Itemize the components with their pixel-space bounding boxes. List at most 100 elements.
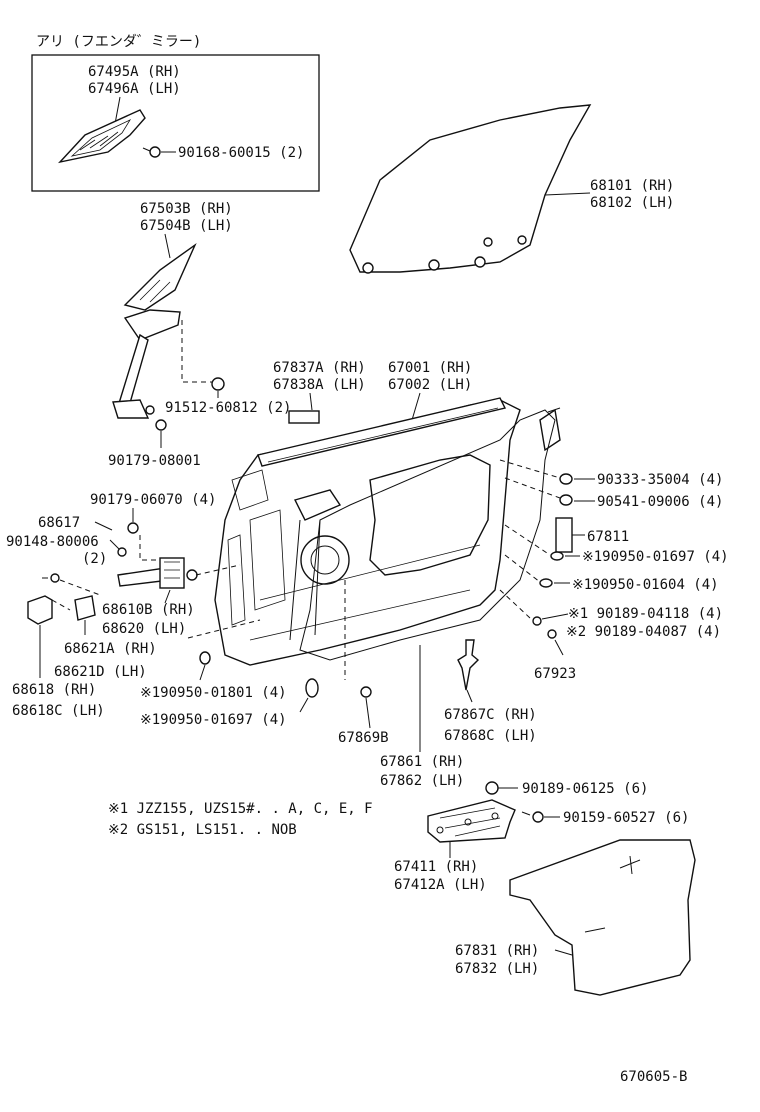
leader-90189-04118 [541, 613, 569, 620]
label-67869b: 67869B [338, 730, 389, 746]
inset-title: アリ (フエンダ゛ミラー) [36, 34, 201, 50]
leader-90148 [109, 539, 121, 551]
label-68102: 68102 (LH) [590, 195, 674, 211]
label-68610b: 68610B (RH) [102, 602, 195, 618]
dash-91512 [181, 320, 212, 383]
clip-67869b [360, 686, 372, 698]
label-68101: 68101 (RH) [590, 178, 674, 194]
label-90148: 90148-80006 [6, 534, 99, 550]
door-panel [214, 397, 561, 666]
mirror-triangle-bracket [57, 109, 146, 164]
plug-190950-01801 [199, 651, 211, 665]
label-67837a: 67837A (RH) [273, 360, 366, 376]
label-190950-01697r: ※190950-01697 (4) [582, 549, 729, 565]
clip-90333 [559, 473, 573, 485]
diagram-code: 670605-B [620, 1069, 687, 1085]
hinge-68618 [27, 595, 53, 625]
screw-90189-06125 [485, 781, 499, 795]
label-68621a: 68621A (RH) [64, 641, 157, 657]
leader-67923 [554, 639, 564, 656]
label-90179-06070: 90179-06070 (4) [90, 492, 216, 508]
bolt-68621 [50, 573, 60, 583]
screw-90189-04118 [532, 616, 542, 626]
clip-67867c [457, 639, 480, 691]
label-67496a: 67496A (LH) [88, 81, 181, 97]
leader-67831 [554, 949, 573, 956]
plug-190950-01697r [550, 551, 564, 561]
bolt-90148 [117, 547, 127, 557]
label-67923: 67923 [534, 666, 576, 682]
seal-67811 [555, 517, 573, 553]
label-67867c: 67867C (RH) [444, 707, 537, 723]
fender-mirror-inset: アリ (フエンダ゛ミラー) 67495A (RH) 67496A (LH) 90… [31, 34, 320, 192]
note-2: ※2 GS151, LS151. . NOB [108, 822, 297, 838]
dash-68618 [51, 599, 71, 611]
screw-90159-shank [521, 811, 531, 816]
door-check-68610b [117, 557, 198, 589]
dash-90541 [504, 477, 561, 499]
label-90148-qty: (2) [82, 551, 107, 567]
dash-190950-01604 [504, 554, 541, 583]
leader-67503b [164, 233, 171, 259]
dash-90189-04118 [499, 589, 531, 619]
label-68618: 68618 (RH) [12, 682, 96, 698]
leader-68610b [164, 589, 171, 604]
leader-67869b [365, 697, 371, 729]
dash-68617 [139, 535, 160, 561]
leader-190950-01801 [199, 664, 206, 681]
leader-67001 [411, 392, 421, 421]
label-67504b: 67504B (LH) [140, 218, 233, 234]
label-91512: 91512-60812 (2) [165, 400, 291, 416]
door-glass [349, 104, 592, 274]
label-67495a: 67495A (RH) [88, 64, 181, 80]
label-190950-01697l: ※190950-01697 (4) [140, 712, 287, 728]
label-90333: 90333-35004 (4) [597, 472, 723, 488]
dash-68621 [59, 579, 101, 596]
note-1: ※1 JZZ155, UZS15#. . A, C, E, F [108, 801, 373, 817]
label-90159: 90159-60527 (6) [563, 810, 689, 826]
label-67412a: 67412A (LH) [394, 877, 487, 893]
label-67838a: 67838A (LH) [273, 377, 366, 393]
label-67861: 67861 (RH) [380, 754, 464, 770]
dash-90333 [499, 459, 561, 479]
plug-190950-01604 [539, 578, 553, 588]
nut-90179-08001 [155, 419, 167, 431]
screw-90168 [142, 146, 161, 158]
screw-90159 [532, 811, 544, 823]
label-90168: 90168-60015 (2) [178, 145, 304, 161]
screw-90189-04087 [547, 629, 557, 639]
bracket-67411 [427, 799, 516, 843]
label-190950-01801: ※190950-01801 (4) [140, 685, 287, 701]
label-67832: 67832 (LH) [455, 961, 539, 977]
label-67002: 67002 (LH) [388, 377, 472, 393]
dash-190950-01697r [504, 524, 551, 556]
leader-67867c [466, 689, 473, 703]
label-67862: 67862 (LH) [380, 773, 464, 789]
service-hole-cover-67831 [509, 839, 696, 996]
label-67503b: 67503B (RH) [140, 201, 233, 217]
label-67811: 67811 [587, 529, 629, 545]
label-90189-06125: 90189-06125 (6) [522, 781, 648, 797]
label-68618c: 68618C (LH) [12, 703, 105, 719]
leader-67837a [309, 392, 313, 411]
leader-68101 [544, 192, 591, 196]
label-68621d: 68621D (LH) [54, 664, 147, 680]
cushion-67837a [288, 410, 320, 424]
hinge-68621a [74, 595, 96, 621]
label-90189-04118: ※1 90189-04118 (4) [568, 606, 723, 622]
dash-68610b [195, 564, 241, 576]
bolt-91512 [211, 377, 225, 391]
label-90541: 90541-09006 (4) [597, 494, 723, 510]
clip-90541 [559, 494, 573, 506]
label-67001: 67001 (RH) [388, 360, 472, 376]
label-68620: 68620 (LH) [102, 621, 186, 637]
leader-190950-01697l [299, 697, 309, 713]
label-190950-01604: ※190950-01604 (4) [572, 577, 719, 593]
label-68617: 68617 [38, 515, 80, 531]
plug-190950-01697l [305, 678, 319, 698]
front-channel-bracket [112, 242, 197, 419]
nut-90179-06070 [127, 522, 139, 534]
label-67411: 67411 (RH) [394, 859, 478, 875]
label-90179-08001: 90179-08001 [108, 453, 201, 469]
